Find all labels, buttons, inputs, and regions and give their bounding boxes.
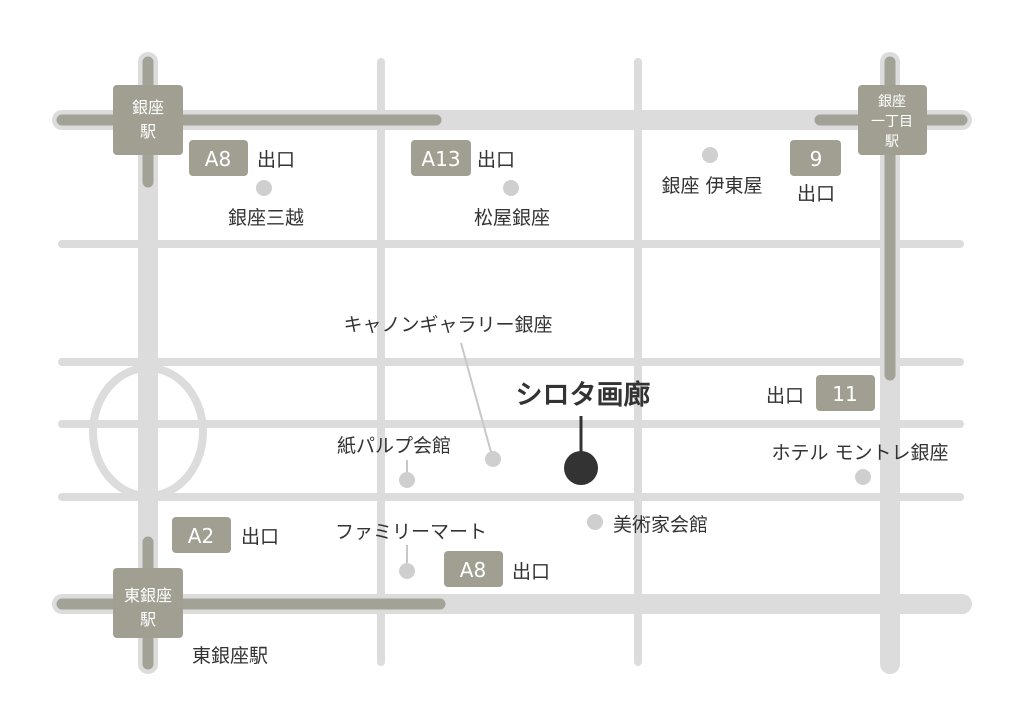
landmark-label: 紙パルプ会館	[337, 435, 451, 457]
station-name: 東銀座	[124, 586, 172, 605]
exit-code: A2	[188, 524, 214, 548]
landmark-mitsukoshi: 銀座三越	[228, 180, 304, 229]
exit-code: A8	[460, 558, 486, 582]
exit-code: 9	[810, 147, 823, 171]
station-suffix: 駅	[140, 610, 156, 629]
station-name: 銀座	[878, 94, 906, 110]
landmark-label: 美術家会館	[613, 514, 708, 536]
exit-label: 出口	[241, 526, 279, 548]
station-name: 銀座	[132, 98, 164, 117]
landmark-label: ファミリーマート	[335, 521, 487, 543]
destination-marker[interactable]: シロタ画廊	[516, 379, 651, 485]
landmark-label: 銀座 伊東屋	[661, 175, 762, 197]
exit-a8-bottom[interactable]: A8 出口	[444, 551, 550, 587]
exit-11[interactable]: 11 出口	[766, 375, 875, 411]
landmark-bijutsuka-hall: 美術家会館	[587, 514, 708, 536]
landmark-matsuya: 松屋銀座	[474, 180, 550, 229]
landmark-label: 銀座三越	[228, 207, 304, 229]
exit-label: 出口	[257, 149, 295, 171]
station-higashi-ginza[interactable]: 東銀座 駅	[113, 568, 183, 638]
station-ginza-itchome[interactable]: 銀座 一丁目 駅	[858, 85, 927, 155]
landmark-label: ホテル モントレ銀座	[771, 442, 948, 464]
landmark-familymart: ファミリーマート	[335, 521, 487, 579]
station-name: 一丁目	[871, 114, 913, 130]
landmark-label: キャノンギャラリー銀座	[343, 314, 552, 336]
exit-a2[interactable]: A2 出口	[172, 517, 279, 553]
exit-code: A13	[421, 147, 460, 171]
exit-9[interactable]: 9 出口	[790, 140, 841, 205]
exit-label: 出口	[477, 149, 515, 171]
exit-code: 11	[832, 382, 857, 406]
landmark-label-higashi-ginza-station: 東銀座駅	[192, 645, 268, 667]
exit-label: 出口	[797, 183, 835, 205]
exit-code: A8	[205, 147, 231, 171]
landmark-itoya: 銀座 伊東屋	[661, 147, 763, 197]
exit-a8-top[interactable]: A8 出口	[189, 140, 295, 176]
station-suffix: 駅	[885, 134, 899, 150]
landmark-label: 松屋銀座	[474, 207, 550, 229]
station-ginza[interactable]: 銀座 駅	[113, 85, 183, 155]
landmark-paper-pulp-hall: 紙パルプ会館	[337, 435, 451, 488]
exit-a13[interactable]: A13 出口	[411, 140, 515, 176]
exit-label: 出口	[766, 385, 804, 407]
landmark-hotel-monterey: ホテル モントレ銀座	[771, 442, 949, 485]
landmark-canon-gallery: キャノンギャラリー銀座	[343, 314, 553, 467]
exit-label: 出口	[512, 561, 550, 583]
map-pin-icon	[564, 451, 598, 485]
station-suffix: 駅	[140, 122, 156, 141]
destination-label: シロタ画廊	[516, 379, 651, 411]
